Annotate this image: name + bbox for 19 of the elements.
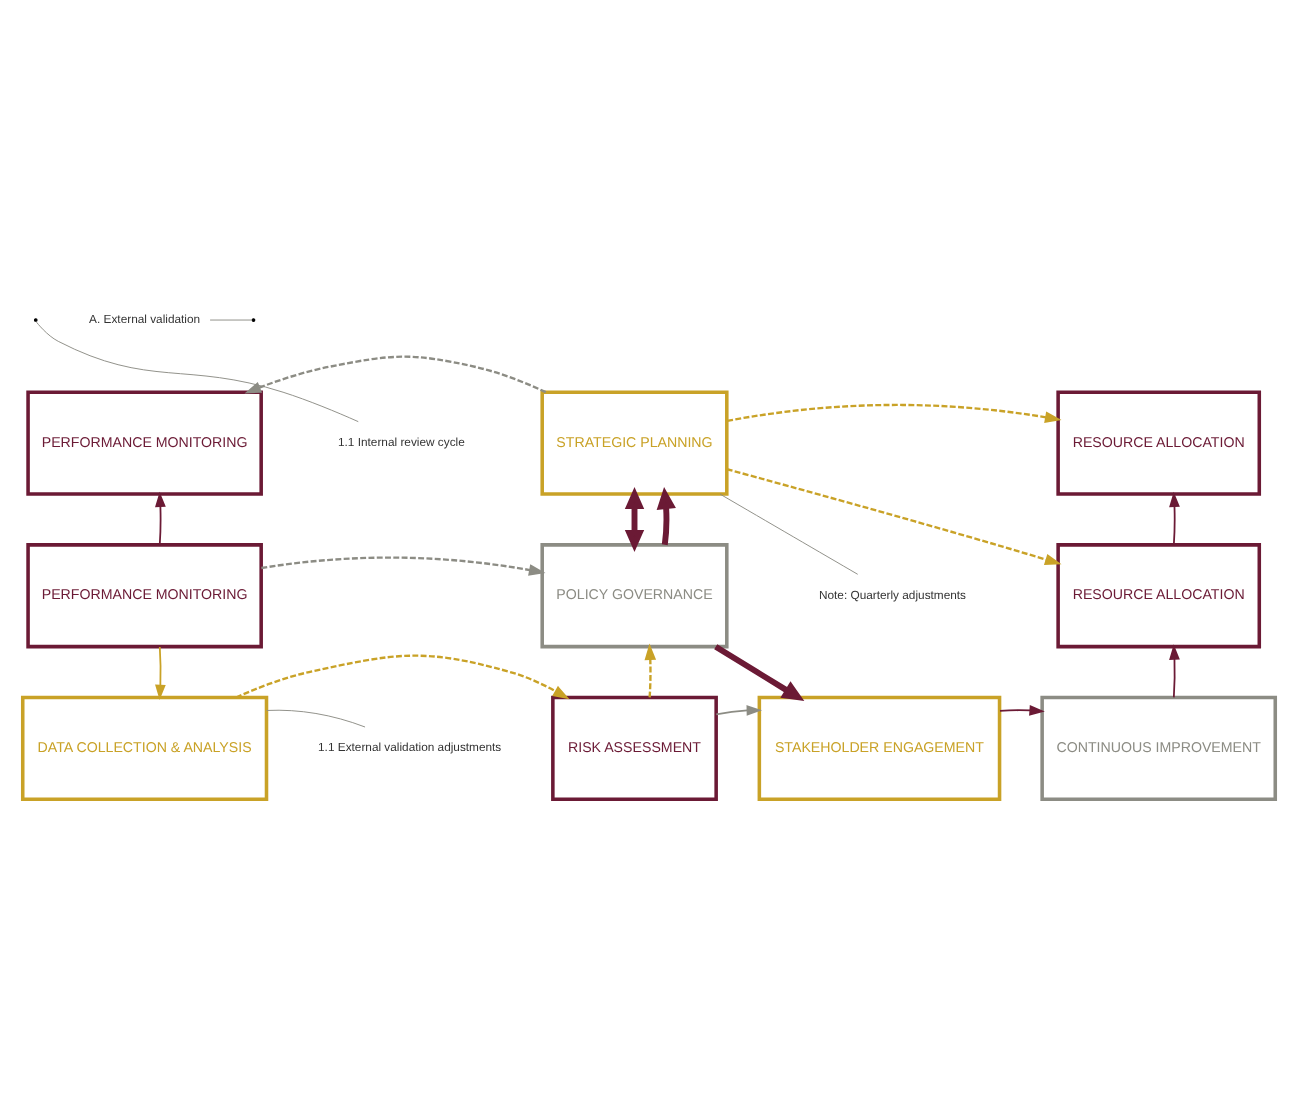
connector <box>209 319 253 321</box>
arrow <box>155 491 166 546</box>
arrow <box>1169 491 1180 546</box>
connector <box>266 709 366 728</box>
arrow <box>235 654 570 700</box>
arrow <box>999 705 1045 716</box>
arrow <box>726 468 1062 566</box>
arrow <box>714 644 805 702</box>
arrow <box>261 556 546 576</box>
arrow <box>624 486 645 553</box>
arrow <box>726 403 1062 423</box>
connector <box>719 493 859 575</box>
arrow <box>644 643 657 698</box>
connector <box>35 320 359 423</box>
arrow <box>155 646 166 701</box>
arrow <box>715 705 762 716</box>
arrow <box>244 355 547 394</box>
arrow <box>656 486 676 546</box>
arrow <box>1169 644 1180 699</box>
